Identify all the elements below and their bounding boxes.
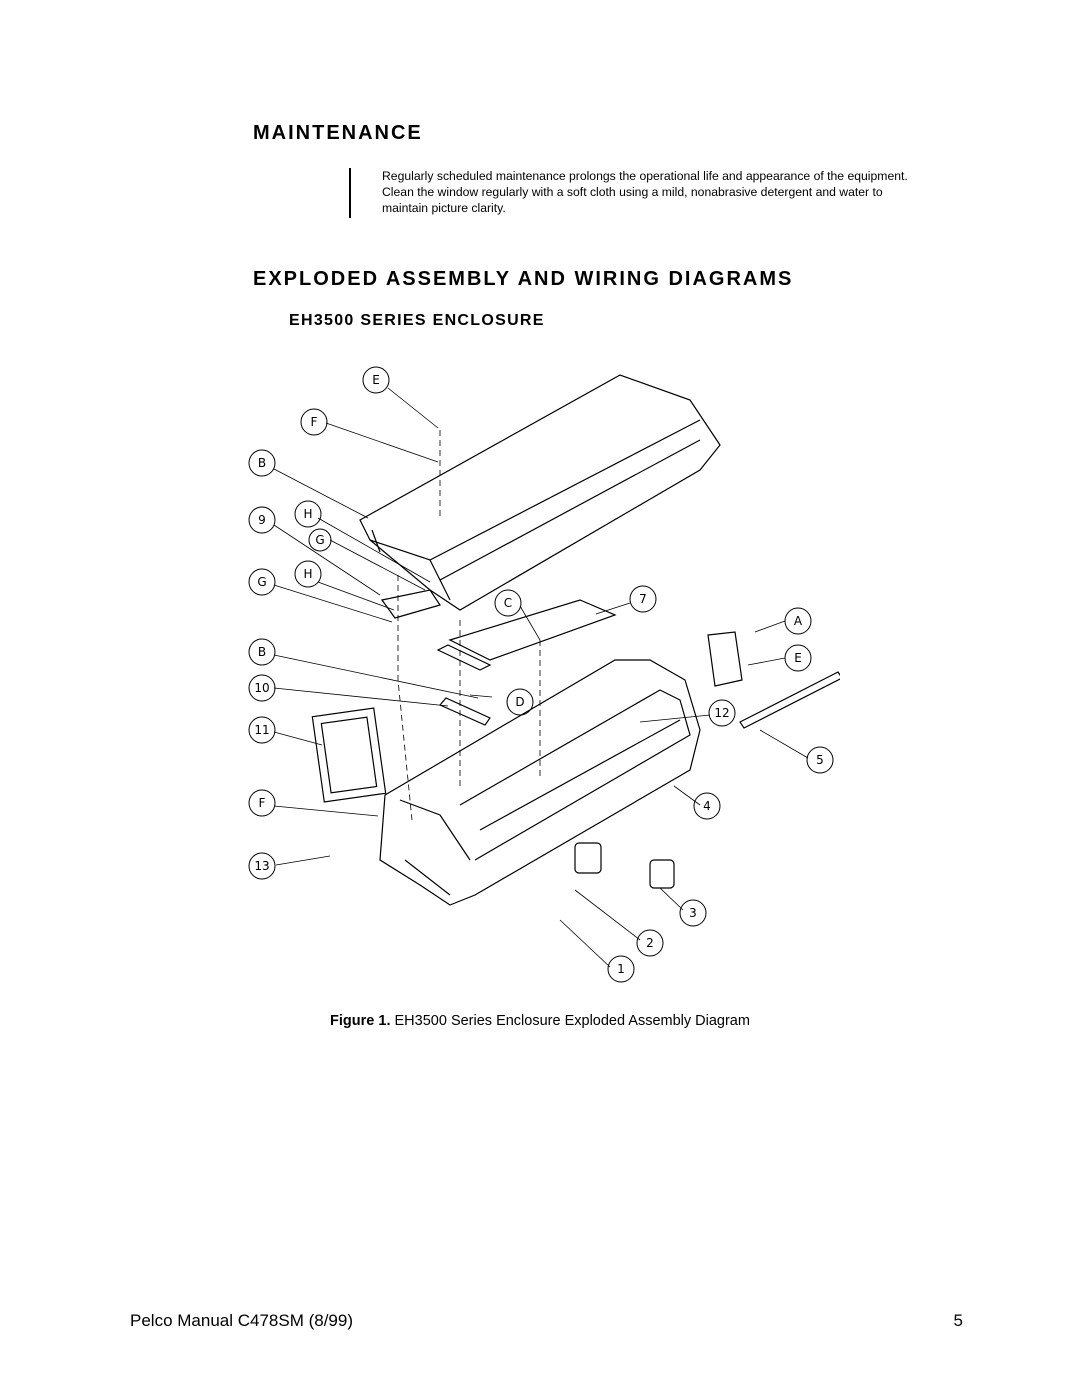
callout-label: B — [258, 645, 266, 659]
callout-label: H — [303, 507, 312, 521]
top-cover — [359, 374, 721, 611]
callout-label: 4 — [703, 799, 711, 813]
callout-label: 11 — [254, 723, 269, 737]
callout-label: H — [303, 567, 312, 581]
callout-label: E — [794, 651, 802, 665]
callout-label: E — [372, 373, 380, 387]
callout-label: 5 — [816, 753, 824, 767]
callout-label: 1 — [617, 962, 625, 976]
callout-label: 2 — [646, 936, 654, 950]
enclosure-subheading: EH3500 SERIES ENCLOSURE — [289, 312, 545, 329]
figure-caption-label: Figure 1. — [330, 1013, 391, 1029]
callout-label: 12 — [714, 706, 729, 720]
page-number: 5 — [953, 1311, 963, 1330]
figure-caption: Figure 1. EH3500 Series Enclosure Explod… — [0, 1013, 1080, 1029]
callout-label: F — [311, 415, 318, 429]
exploded-assembly-diagram: E F B 9 H G G H B 10 11 F 13 C 7 D A E 1… — [248, 366, 840, 983]
callout-label: 10 — [254, 681, 269, 695]
callout-label: 7 — [639, 592, 647, 606]
callout-label: C — [504, 596, 512, 610]
callout-label: 13 — [254, 859, 269, 873]
callout-label: A — [794, 614, 803, 628]
maintenance-heading: MAINTENANCE — [253, 122, 423, 144]
diagrams-heading: EXPLODED ASSEMBLY AND WIRING DIAGRAMS — [253, 268, 794, 290]
figure-caption-text: EH3500 Series Enclosure Exploded Assembl… — [394, 1013, 750, 1029]
footer-manual-reference: Pelco Manual C478SM (8/99) — [130, 1311, 354, 1330]
sunshield-plate — [448, 599, 617, 661]
change-bar — [349, 168, 351, 218]
callout-label: G — [315, 533, 324, 547]
callout-label: G — [257, 575, 266, 589]
callout-label: 9 — [258, 513, 266, 527]
enclosure-body — [379, 659, 701, 906]
callout-label: D — [515, 695, 524, 709]
callout-label: F — [259, 796, 266, 810]
callout-label: B — [258, 456, 266, 470]
maintenance-paragraph: Regularly scheduled maintenance prolongs… — [382, 169, 908, 215]
callout-label: 3 — [689, 906, 697, 920]
